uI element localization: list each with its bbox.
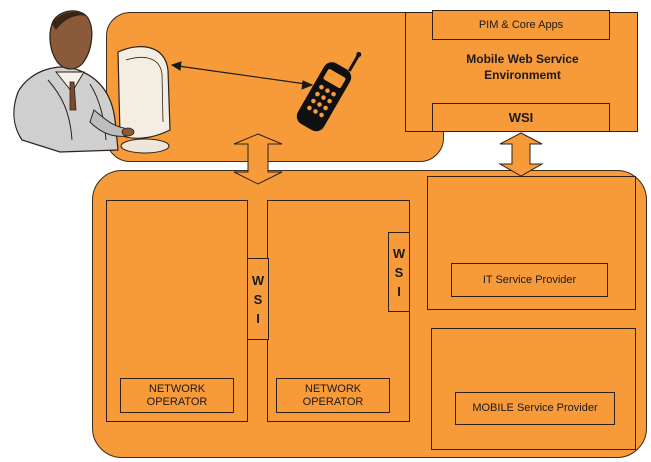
person-at-computer-icon [14,11,170,153]
connection-arrow [172,62,312,89]
double-arrow-right [500,133,542,176]
double-arrow-left [234,134,282,184]
